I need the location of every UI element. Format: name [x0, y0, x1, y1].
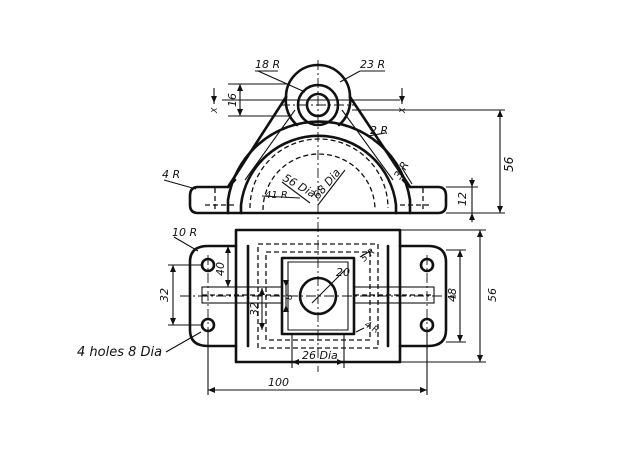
label-2r: 2 R [370, 124, 388, 137]
dim-26-arrow-l [292, 359, 299, 365]
front-boss-lower-r [337, 95, 352, 127]
dim-32i-arrow-b [259, 323, 265, 330]
front-hidden-arc-1 [249, 138, 389, 209]
leader-2r [367, 132, 386, 137]
dim-48-arrow-b [457, 335, 463, 342]
leader-10r [173, 236, 199, 252]
leader-68dia [317, 169, 346, 206]
leader-5r [359, 249, 373, 258]
label-32-inner: 32 [248, 302, 261, 316]
dim-56t-arrow-b [477, 355, 483, 362]
front-rib-left [226, 95, 288, 189]
label-x-left: X [210, 107, 219, 114]
dim-8-arrow-b [283, 305, 289, 312]
label-56-top: 56 [486, 288, 499, 302]
label-12: 12 [456, 192, 469, 206]
leader-20r [311, 269, 346, 304]
leader-41r [261, 195, 301, 199]
dim-32o-arrow-t [170, 265, 176, 272]
dim-48-arrow-t [457, 250, 463, 257]
label-20r: 20 [336, 266, 350, 279]
top-view: 10 R 40 32 32 8 20 5 R 4 R 48 56 26 Dia … [77, 222, 499, 395]
top-boss-square [280, 256, 356, 336]
dim-56t-arrow-t [477, 230, 483, 237]
leader-56dia [281, 181, 311, 204]
leader-4r-top [355, 327, 365, 333]
dim-32i-arrow-t [259, 288, 265, 295]
label-32-outer: 32 [158, 288, 171, 302]
dim-12-arrow-t [469, 180, 475, 187]
dim-8-arrow-t [283, 280, 289, 287]
front-inner-arch [239, 134, 398, 215]
leader-23r [339, 70, 361, 83]
leader-18r [257, 70, 306, 93]
label-16: 16 [226, 93, 239, 107]
label-41r: 41 R [265, 190, 288, 201]
label-23r: 23 R [360, 58, 385, 71]
leader-3r [401, 167, 413, 185]
top-boss-inner [287, 261, 349, 331]
dim-16-arrow-t [237, 84, 243, 91]
dim-40-arrow-b [225, 280, 231, 287]
label-x-right: X [398, 107, 407, 114]
front-rib-right-inner [341, 109, 394, 181]
dim-56-arrow-b [497, 206, 503, 213]
leader-4r [163, 179, 197, 190]
dim-40-arrow-t [225, 246, 231, 253]
front-section-arrow-r [399, 96, 405, 103]
label-40: 40 [214, 262, 227, 276]
label-4r: 4 R [162, 168, 180, 181]
front-rib-left-inner [244, 109, 296, 181]
dim-26-arrow-r [337, 359, 344, 365]
dim-16-arrow-b [237, 109, 243, 116]
dim-100-arrow-l [208, 387, 215, 393]
label-10r: 10 R [172, 226, 197, 239]
front-section-arrow-l [211, 96, 217, 103]
label-5r: 5 R [360, 247, 378, 264]
label-68dia: 68 Dia [310, 166, 343, 202]
label-18r: 18 R [255, 58, 280, 71]
front-view: 18 R 23 R 16 X X 2 R 4 R 56 Dia 68 Dia 4… [162, 58, 516, 222]
dim-56-arrow-t [497, 110, 503, 117]
front-hidden-arc-2 [262, 153, 376, 211]
label-48: 48 [446, 288, 459, 302]
front-rib-right [348, 95, 412, 189]
label-8: 8 [285, 294, 295, 300]
dim-32o-arrow-b [170, 318, 176, 325]
label-26dia: 26 Dia [302, 349, 338, 362]
dim-100-arrow-r [420, 387, 427, 393]
leader-holes [165, 331, 202, 353]
label-56: 56 [502, 156, 516, 172]
dim-12-arrow-b [469, 213, 475, 220]
label-100: 100 [268, 376, 289, 389]
label-holes: 4 holes 8 Dia [77, 345, 162, 360]
